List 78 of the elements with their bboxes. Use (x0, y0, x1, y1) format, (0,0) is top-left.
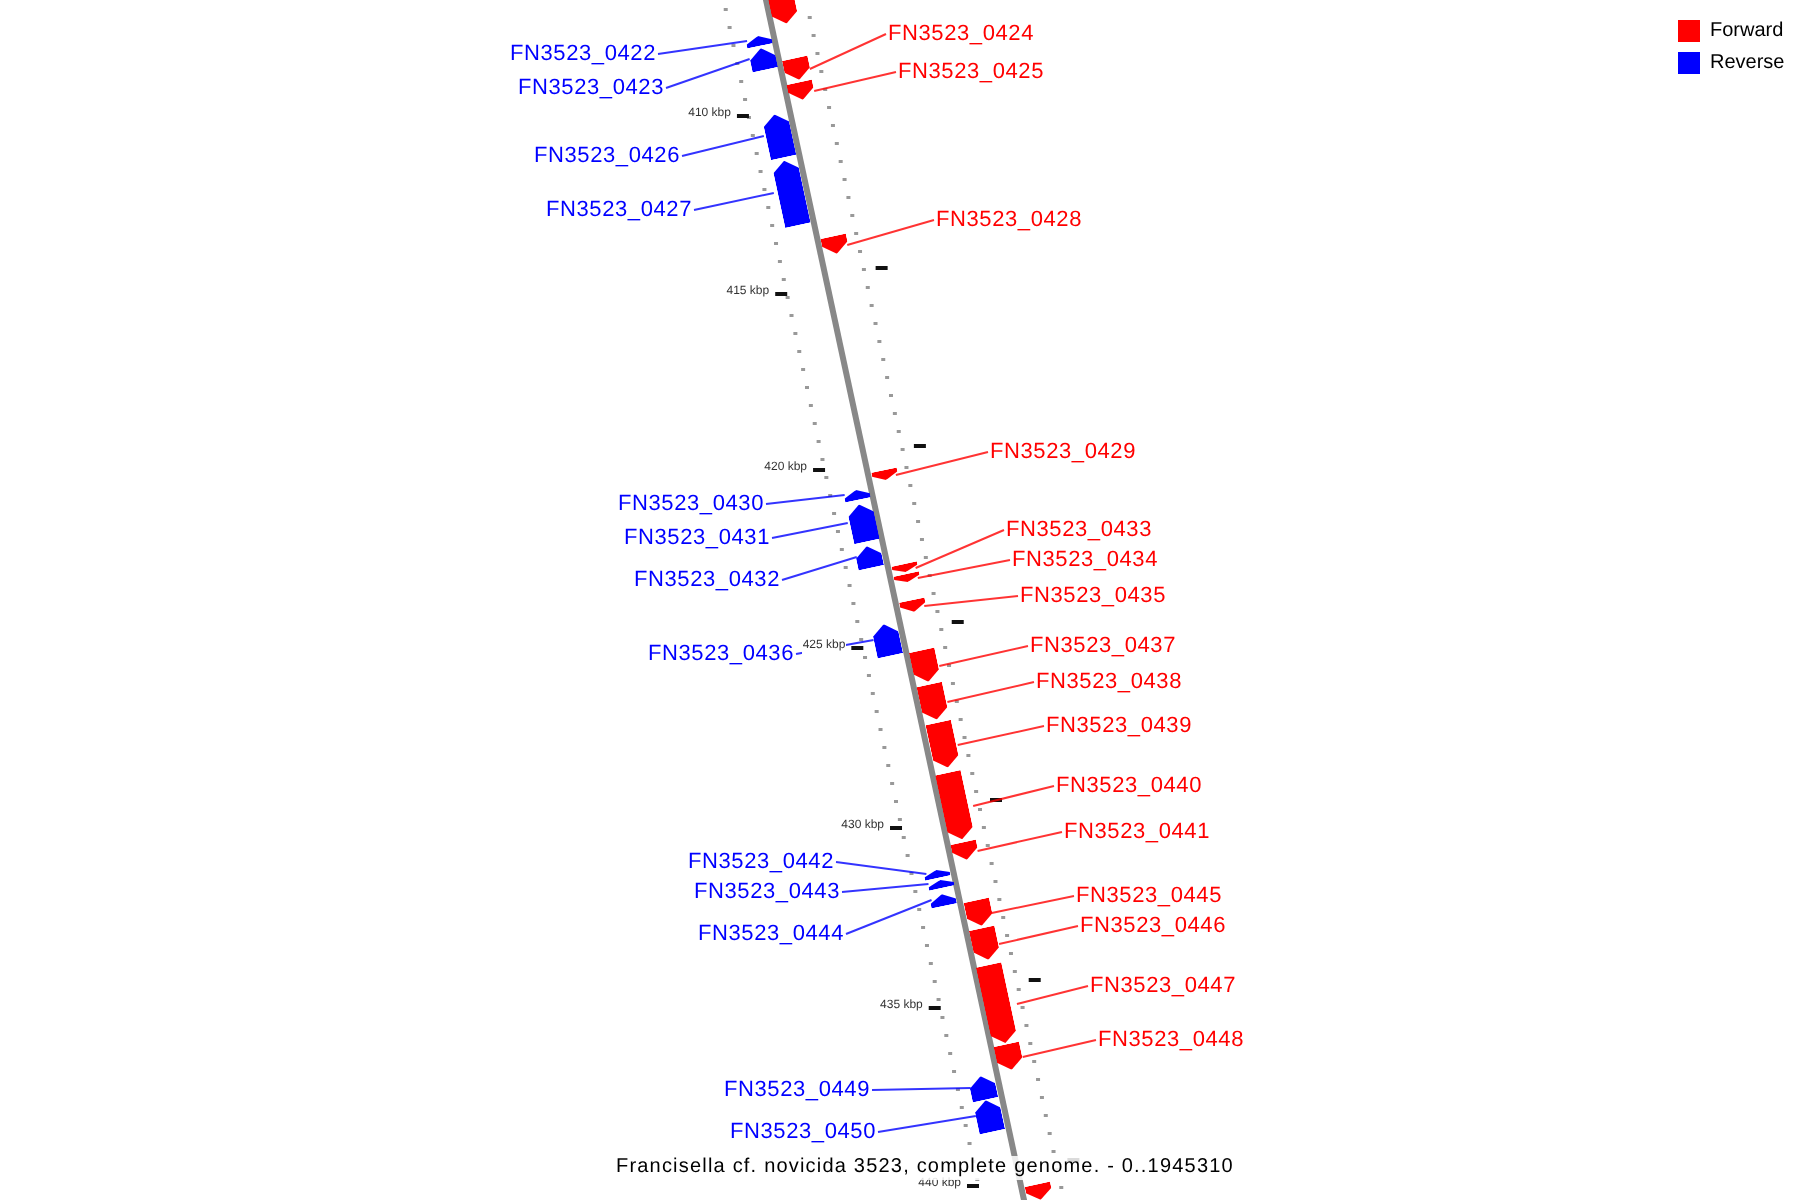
gene-label: FN3523_0425 (898, 59, 1045, 85)
leader-line (916, 559, 1011, 579)
leader-line (946, 681, 1035, 703)
gene-label: FN3523_0438 (1036, 669, 1183, 695)
gene-block (842, 487, 871, 503)
gene-label: FN3523_0424 (888, 21, 1035, 47)
leader-line (681, 135, 765, 157)
gene-block (747, 45, 778, 73)
leader-line (846, 219, 935, 246)
gene-label: FN3523_0448 (1098, 1027, 1245, 1053)
leader-line (841, 883, 930, 893)
legend-label: Reverse (1710, 52, 1785, 76)
leader-line (871, 1087, 972, 1091)
gene-label: FN3523_0449 (723, 1077, 870, 1103)
gene-label: FN3523_0423 (517, 75, 664, 101)
gene-label: FN3523_0433 (1006, 517, 1153, 543)
gene-label: FN3523_0444 (697, 921, 844, 947)
gene-label: FN3523_0440 (1056, 773, 1203, 799)
gene-label: FN3523_0443 (693, 879, 840, 905)
leader-line (976, 831, 1063, 852)
leader-line (914, 529, 1005, 569)
leader-line (693, 192, 775, 211)
leader-line (808, 33, 887, 70)
gene-label: FN3523_0426 (533, 143, 680, 169)
gene-block (820, 233, 850, 257)
gene-block (845, 501, 880, 545)
gene-label: FN3523_0428 (936, 207, 1083, 233)
leader-line (845, 899, 933, 935)
gene-block (745, 33, 773, 49)
gene-block (950, 839, 980, 863)
gene-block (786, 79, 817, 103)
gene-block (898, 597, 927, 615)
leader-line (894, 451, 989, 476)
leader-line (938, 645, 1029, 667)
gene-label: FN3523_0432 (633, 567, 780, 593)
gene-block (929, 891, 958, 909)
gene-block (1023, 1181, 1053, 1200)
gene-label: FN3523_0427 (545, 197, 692, 223)
caption: Francisella cf. novicida 3523, complete genome. - 0..1945310 (616, 1156, 1234, 1180)
leader-line (781, 556, 858, 581)
leader-line (1021, 1039, 1097, 1058)
gene-label: FN3523_0445 (1076, 883, 1223, 909)
gene-block (890, 561, 918, 575)
gene-label: FN3523_0429 (990, 439, 1137, 465)
gene-block (968, 1073, 1000, 1103)
gene-label: FN3523_0430 (617, 491, 764, 517)
leader-line (665, 58, 751, 89)
gene-label: FN3523_0431 (623, 525, 770, 551)
gene-label: FN3523_0422 (509, 41, 656, 67)
gene-label: FN3523_0446 (1080, 913, 1227, 939)
gene-label: FN3523_0442 (687, 849, 834, 875)
leader-line (998, 925, 1079, 945)
leader-line (877, 1115, 977, 1133)
gene-block (976, 962, 1019, 1046)
gene-block (924, 867, 952, 881)
gene-label: FN3523_0439 (1046, 713, 1193, 739)
leader-line (813, 71, 897, 92)
gene-label: FN3523_0434 (1012, 547, 1159, 573)
leader-line (657, 40, 749, 55)
gene-label: FN3523_0437 (1030, 633, 1177, 659)
gene-label: FN3523_0441 (1064, 819, 1211, 845)
leader-line (972, 785, 1055, 807)
gene-label: FN3523_0450 (729, 1119, 876, 1145)
leader-line (771, 522, 849, 539)
leader-line (990, 895, 1075, 914)
leader-line (1015, 985, 1089, 1005)
leader-line (956, 725, 1045, 746)
gene-label: FN3523_0435 (1020, 583, 1167, 609)
leader-line (835, 861, 928, 875)
gene-block (870, 467, 898, 483)
gene-block (871, 621, 904, 659)
leader-line (765, 494, 846, 505)
gene-label: FN3523_0447 (1090, 973, 1237, 999)
gene-label: FN3523_0436 (647, 641, 794, 667)
leader-line (923, 595, 1019, 607)
gene-block (854, 543, 885, 571)
legend-label: Forward (1710, 20, 1784, 44)
gene-block (892, 571, 920, 585)
